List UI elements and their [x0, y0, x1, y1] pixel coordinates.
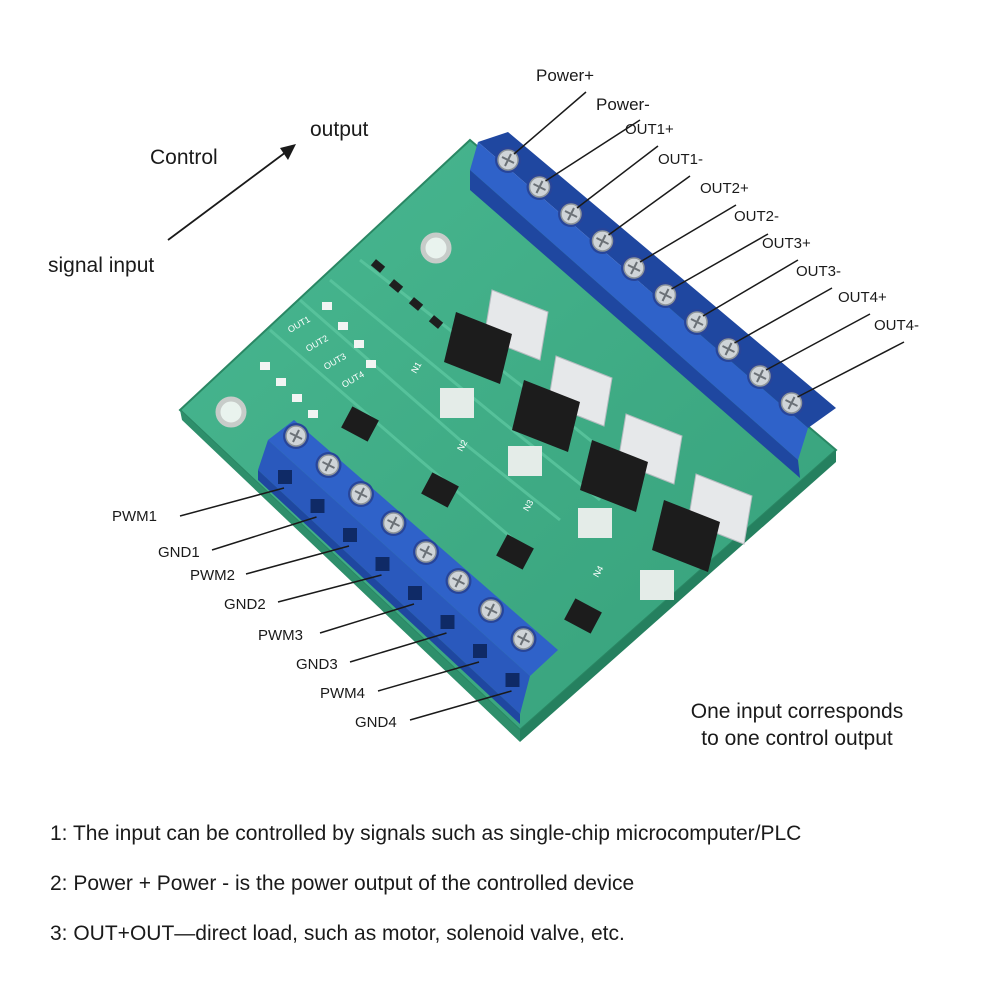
- pads: [260, 302, 674, 600]
- input-terminal-slot: [343, 528, 357, 542]
- terminal-label-out3-minus: OUT3-: [796, 263, 841, 280]
- output-terminal-screw: [621, 255, 647, 281]
- input-terminal-screw: [348, 481, 374, 507]
- input-leader-line: [319, 603, 415, 634]
- correspondence-note: One input corresponds to one control out…: [662, 698, 932, 752]
- input-terminal-screw: [510, 626, 537, 652]
- input-terminal-slot: [408, 586, 422, 600]
- silk-mosfet-label: N3: [521, 498, 535, 513]
- input-leader-line: [409, 690, 512, 721]
- leader-lines: [179, 91, 905, 721]
- terminal-label-out1-plus: OUT1+: [625, 121, 674, 138]
- terminal-label-out2-plus: OUT2+: [700, 180, 749, 197]
- silkscreen-mosfet-labels: N1 N2 N3 N4: [409, 360, 605, 579]
- smd-components: [370, 259, 444, 329]
- output-leader-line: [702, 259, 799, 317]
- output-terminal-block: [470, 132, 836, 478]
- input-terminal-slot: [310, 499, 325, 513]
- note-2: 2: Power + Power - is the power output o…: [50, 872, 635, 895]
- mounting-holes: [215, 232, 452, 428]
- silk-mosfet-label: N4: [591, 564, 605, 579]
- input-terminal-slot: [473, 644, 487, 658]
- mosfets: [444, 289, 753, 572]
- terminal-label-out2-minus: OUT2-: [734, 208, 779, 225]
- input-leader-line: [349, 632, 447, 663]
- correspondence-line-2: to one control output: [701, 727, 893, 750]
- terminal-label-out4-minus: OUT4-: [874, 317, 919, 334]
- terminal-label-gnd3: GND3: [296, 656, 338, 673]
- input-leader-line: [377, 661, 480, 692]
- terminal-label-out1-minus: OUT1-: [658, 151, 703, 168]
- control-label: Control: [150, 146, 218, 169]
- correspondence-line-1: One input corresponds: [690, 700, 904, 723]
- control-output-arrow: [167, 144, 296, 241]
- terminal-label-gnd1: GND1: [158, 544, 200, 561]
- output-label: output: [310, 118, 369, 141]
- input-leader-line: [179, 487, 285, 517]
- output-leader-line: [576, 145, 659, 209]
- input-terminal-block: [258, 420, 558, 724]
- input-terminal-screw: [413, 539, 439, 565]
- output-leader-line: [608, 175, 691, 236]
- input-terminal-slot: [375, 557, 390, 571]
- pcb-edge-right: [520, 450, 836, 742]
- output-leader-line: [797, 341, 905, 398]
- input-terminal-screw: [283, 423, 309, 449]
- terminal-label-pwm2: PWM2: [190, 567, 235, 584]
- silk-mosfet-label: N2: [455, 438, 469, 453]
- input-terminal-screw: [478, 597, 504, 623]
- output-terminal-screw: [747, 363, 773, 389]
- input-leader-line: [245, 545, 350, 575]
- output-terminal-screw: [684, 309, 710, 335]
- terminal-label-out3-plus: OUT3+: [762, 235, 811, 252]
- input-terminal-slot: [278, 470, 292, 484]
- input-terminal-slot: [440, 615, 455, 629]
- terminal-label-out4-plus: OUT4+: [838, 289, 887, 306]
- output-leader-line: [671, 233, 769, 290]
- signal-input-label: signal input: [48, 254, 155, 277]
- terminal-label-gnd4: GND4: [355, 714, 397, 731]
- output-leader-line: [639, 204, 737, 263]
- terminal-label-pwm3: PWM3: [258, 627, 303, 644]
- input-terminal-screw: [445, 568, 472, 594]
- output-leader-line: [513, 91, 587, 155]
- output-terminal-screw: [715, 336, 742, 362]
- silk-mosfet-label: N1: [409, 360, 423, 375]
- terminal-label-power-plus: Power+: [536, 66, 595, 85]
- output-terminal-screw: [652, 282, 679, 308]
- output-terminal-screw: [778, 390, 805, 416]
- output-leader-line: [765, 313, 871, 371]
- input-terminal-screw: [315, 452, 342, 478]
- opto-couplers: [341, 406, 602, 634]
- note-1: 1: The input can be controlled by signal…: [50, 822, 802, 845]
- input-leader-line: [277, 574, 382, 603]
- input-terminal-slot: [505, 673, 520, 687]
- output-terminal-screw: [526, 174, 553, 200]
- output-leader-line: [734, 287, 833, 344]
- terminal-label-pwm1: PWM1: [112, 508, 157, 525]
- input-leader-line: [211, 516, 317, 551]
- note-3: 3: OUT+OUT—direct load, such as motor, s…: [50, 922, 625, 945]
- terminal-label-pwm4: PWM4: [320, 685, 365, 702]
- output-leader-line: [545, 119, 641, 182]
- input-terminal-screw: [380, 510, 407, 536]
- terminal-label-gnd2: GND2: [224, 596, 266, 613]
- terminal-label-power-minus: Power-: [596, 95, 650, 114]
